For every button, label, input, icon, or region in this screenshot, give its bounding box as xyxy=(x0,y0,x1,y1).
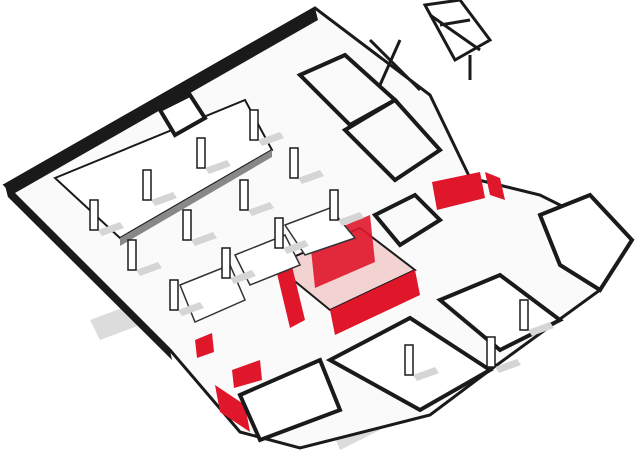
column xyxy=(221,247,231,279)
column-shadow xyxy=(248,202,274,216)
column xyxy=(274,217,284,249)
column xyxy=(182,209,192,241)
column xyxy=(142,169,152,201)
column xyxy=(239,179,249,211)
upper-rooms xyxy=(157,52,444,248)
column xyxy=(196,137,206,169)
column xyxy=(249,109,259,141)
column xyxy=(329,189,339,221)
outer-wall-thickness xyxy=(5,8,318,360)
column xyxy=(127,239,137,271)
column-shadow xyxy=(298,170,324,184)
column-shadow xyxy=(191,232,217,246)
column xyxy=(404,344,414,376)
column-shadow xyxy=(258,132,284,146)
column-shadow xyxy=(136,262,162,276)
column-shadow xyxy=(98,222,124,236)
columns xyxy=(89,109,554,381)
column-shadow xyxy=(283,240,309,254)
red-accent-walls xyxy=(195,172,505,432)
column xyxy=(486,336,496,368)
column-shadow xyxy=(413,367,439,381)
column-shadow xyxy=(338,212,364,226)
column xyxy=(89,199,99,231)
column-shadow xyxy=(528,322,554,336)
column-shadow xyxy=(205,160,231,174)
column xyxy=(289,147,299,179)
column-shadow xyxy=(230,270,256,284)
column-shadow xyxy=(178,302,204,316)
column xyxy=(519,299,529,331)
column xyxy=(169,279,179,311)
column-shadow xyxy=(151,192,177,206)
column-shadow xyxy=(495,359,521,373)
stair-tower xyxy=(368,0,493,92)
